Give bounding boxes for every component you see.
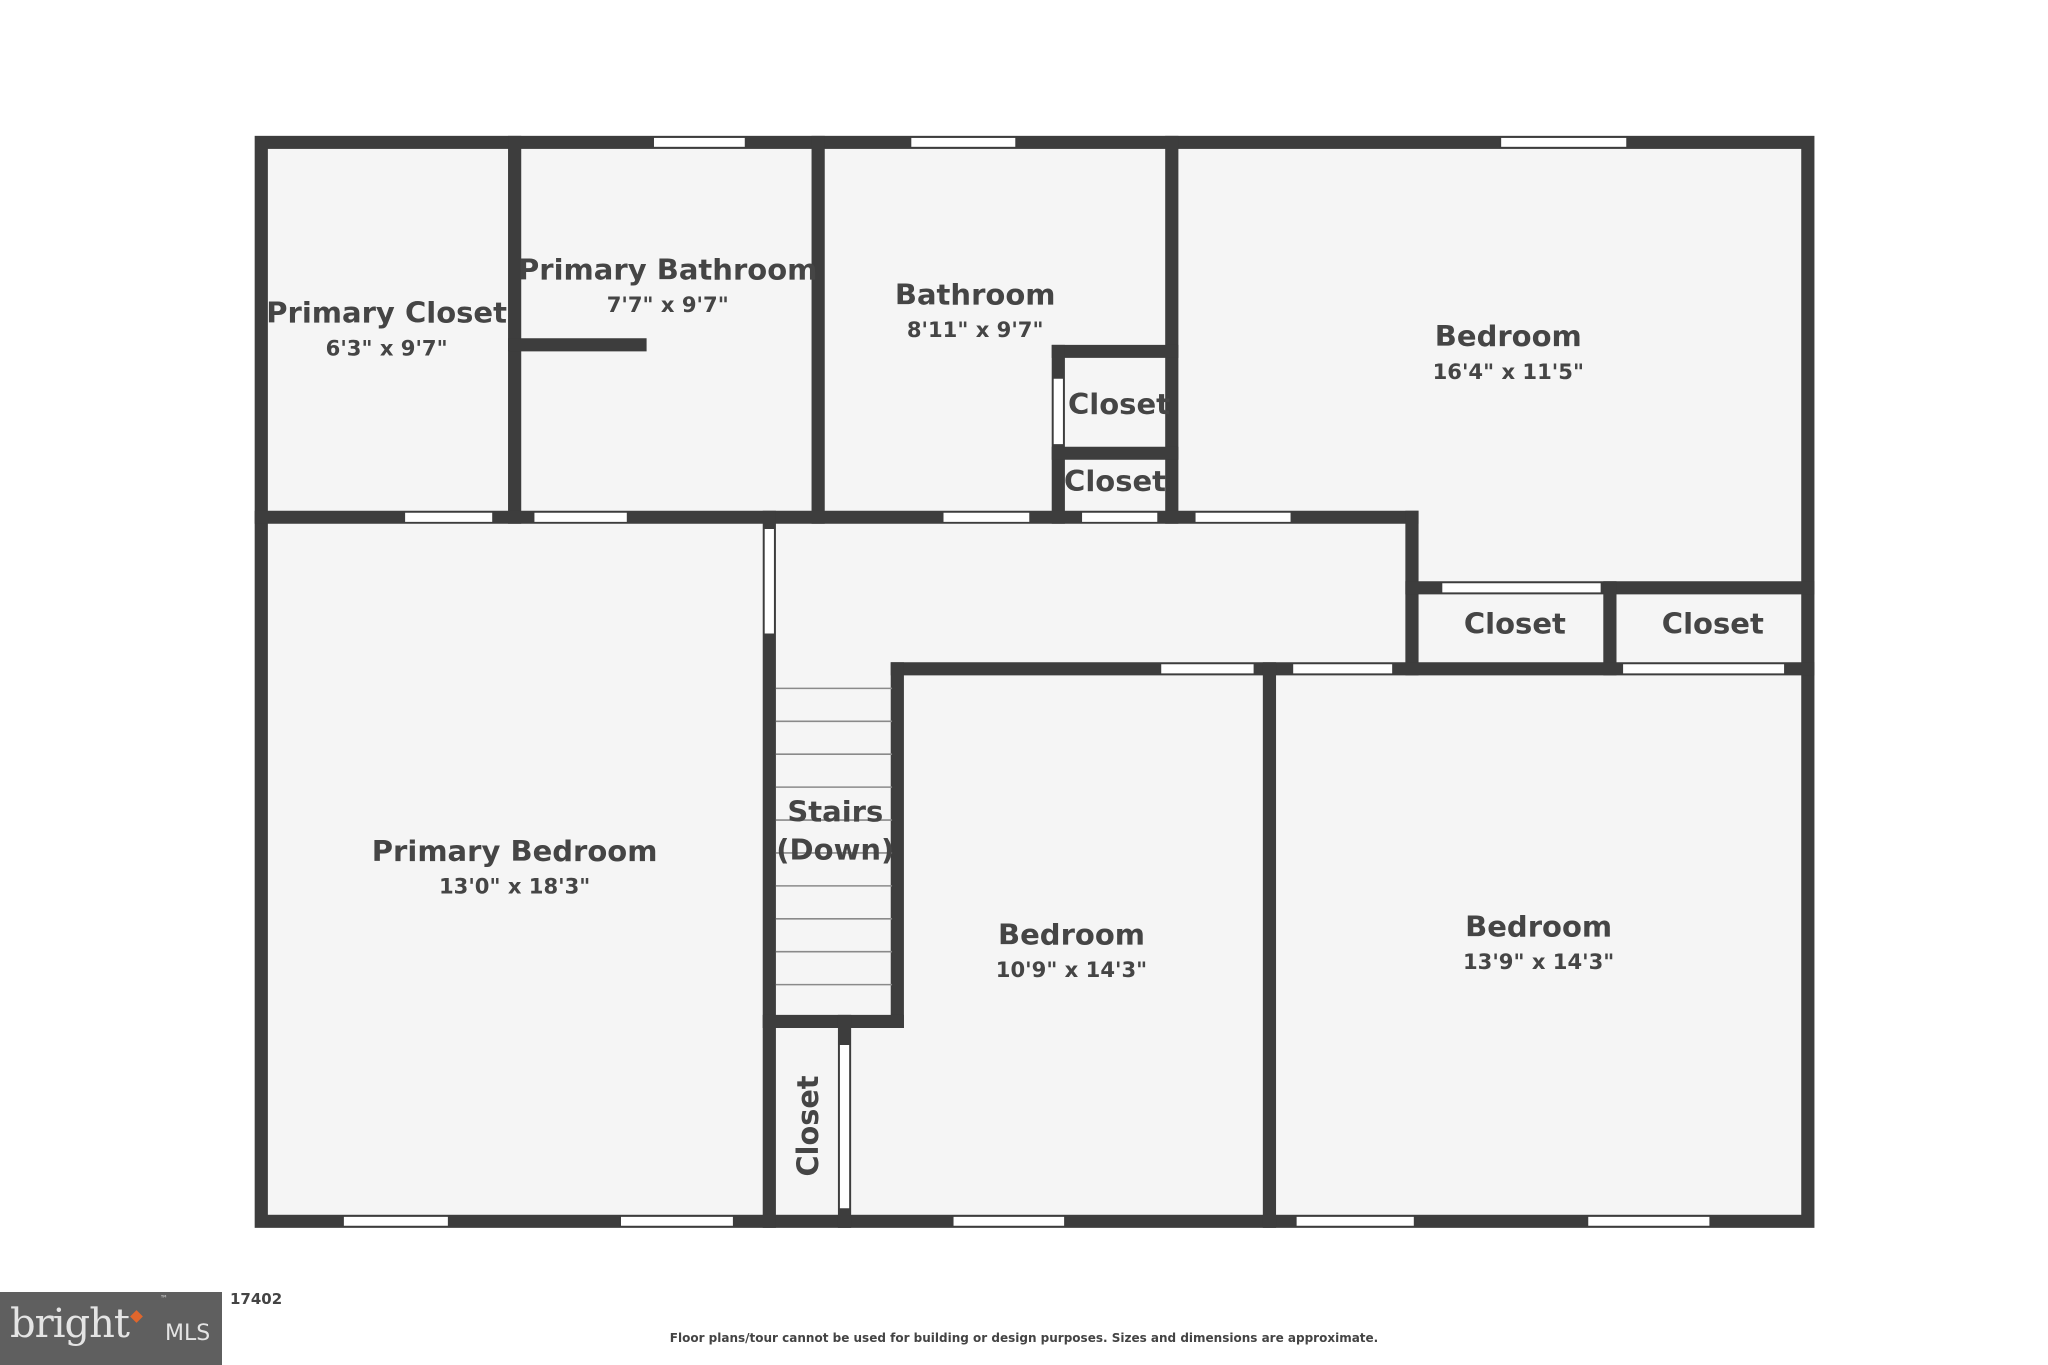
room-label: Primary Closet xyxy=(266,296,507,330)
bright-mls-logo: bright ™ MLS xyxy=(0,1292,222,1365)
room-label: Bedroom xyxy=(998,918,1145,952)
room-label: Closet xyxy=(791,1075,825,1176)
door-openings xyxy=(405,378,1785,1209)
room-label: Bedroom xyxy=(1435,319,1582,353)
logo-trademark: ™ xyxy=(160,1294,168,1303)
logo-star-icon xyxy=(130,1310,143,1323)
room-label: Closet xyxy=(1464,607,1566,641)
room-dimensions: 13'9" x 14'3" xyxy=(1463,950,1614,974)
room-label: (Down) xyxy=(776,833,894,867)
room-dimensions: 6'3" x 9'7" xyxy=(326,336,448,360)
room-label: Stairs xyxy=(787,795,883,829)
room-label: Bedroom xyxy=(1465,910,1612,944)
stairs-treads xyxy=(775,687,893,986)
room-label: Bathroom xyxy=(895,277,1056,311)
room-label: Primary Bedroom xyxy=(372,834,658,868)
room-dimensions: 13'0" x 18'3" xyxy=(439,875,590,899)
room-label: Closet xyxy=(1068,387,1170,421)
room-label: Closet xyxy=(1662,607,1764,641)
room-label: Closet xyxy=(1064,464,1166,498)
windows xyxy=(342,136,1711,1228)
room-label: Primary Bathroom xyxy=(518,253,817,287)
room-dimensions: 16'4" x 11'5" xyxy=(1433,360,1584,384)
room-dimensions: 8'11" x 9'7" xyxy=(907,318,1044,342)
logo-suffix: MLS xyxy=(165,1321,211,1346)
disclaimer: Floor plans/tour cannot be used for buil… xyxy=(669,1331,1379,1345)
room-dimensions: 10'9" x 14'3" xyxy=(996,958,1147,982)
property-address: 17402 xyxy=(230,1290,283,1308)
logo-wordmark: bright xyxy=(10,1301,130,1347)
room-dimensions: 7'7" x 9'7" xyxy=(607,293,729,317)
